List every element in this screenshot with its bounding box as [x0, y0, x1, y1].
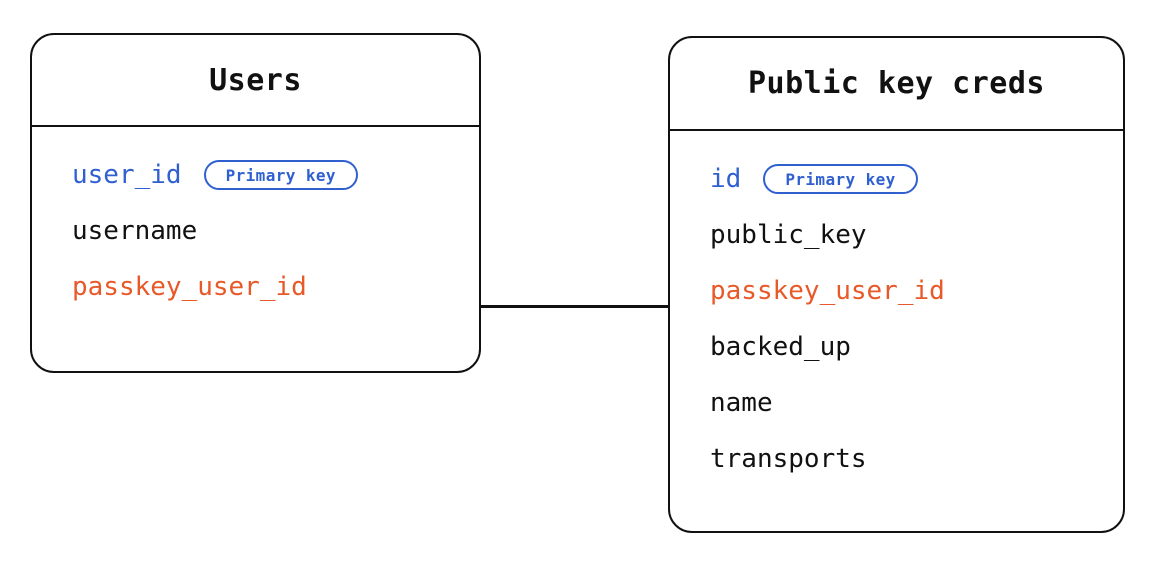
field-name: passkey_user_id	[710, 276, 945, 306]
entity-table-users[interactable]: Users user_id Primary key username passk…	[30, 33, 481, 373]
primary-key-badge-label: Primary key	[785, 169, 896, 189]
entity-title: Users	[209, 62, 302, 98]
field-row[interactable]: public_key	[710, 207, 1123, 263]
field-name: username	[72, 216, 198, 246]
field-name: passkey_user_id	[72, 272, 307, 302]
field-name: user_id	[72, 160, 182, 190]
entity-header-public-key-creds: Public key creds	[670, 38, 1123, 131]
entity-field-list-public-key-creds: id Primary key public_key passkey_user_i…	[670, 131, 1123, 487]
entity-field-list-users: user_id Primary key username passkey_use…	[32, 127, 479, 315]
field-row[interactable]: username	[72, 203, 479, 259]
field-row[interactable]: transports	[710, 431, 1123, 487]
primary-key-badge: Primary key	[763, 164, 918, 194]
field-name: name	[710, 388, 773, 418]
relationship-connector-line	[479, 305, 670, 308]
field-name: id	[710, 164, 742, 194]
field-row[interactable]: passkey_user_id	[710, 263, 1123, 319]
primary-key-badge: Primary key	[203, 160, 358, 190]
field-row[interactable]: id Primary key	[710, 151, 1123, 207]
primary-key-badge-label: Primary key	[225, 165, 336, 185]
field-name: backed_up	[710, 332, 851, 362]
field-row[interactable]: passkey_user_id	[72, 259, 479, 315]
field-row[interactable]: user_id Primary key	[72, 147, 479, 203]
field-row[interactable]: name	[710, 375, 1123, 431]
entity-header-users: Users	[32, 35, 479, 127]
entity-table-public-key-creds[interactable]: Public key creds id Primary key public_k…	[668, 36, 1125, 533]
field-row[interactable]: backed_up	[710, 319, 1123, 375]
field-name: transports	[710, 444, 867, 474]
field-name: public_key	[710, 220, 867, 250]
entity-title: Public key creds	[748, 66, 1045, 101]
